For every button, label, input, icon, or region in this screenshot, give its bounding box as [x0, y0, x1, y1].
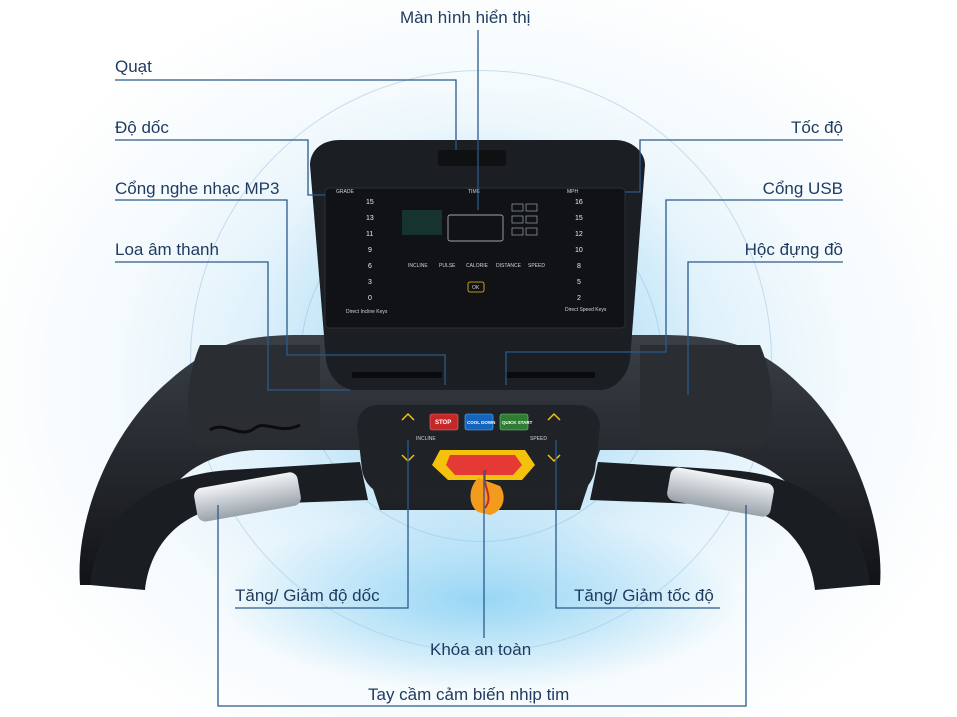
speed-down-chevron [547, 454, 561, 463]
readout-label: CALORIE [466, 263, 489, 269]
quick-start-label: QUICK START [502, 420, 533, 425]
profile-graph [402, 210, 442, 235]
speed-key[interactable]: 10 [575, 247, 583, 254]
grade-key[interactable]: 3 [368, 279, 372, 286]
label-mp3: Cổng nghe nhạc MP3 [115, 179, 280, 198]
readout-label: DISTANCE [496, 263, 522, 269]
readout-label: INCLINE [408, 263, 428, 269]
speed-key[interactable]: 5 [577, 279, 581, 286]
label-display: Màn hình hiển thị [400, 8, 531, 27]
leader-storage [687, 261, 843, 395]
speed-key[interactable]: 16 [575, 199, 583, 206]
quick-start-button [499, 413, 529, 431]
time-title: TIME [468, 189, 481, 195]
front-handle-bar-right [590, 462, 870, 590]
left-storage-tray [188, 345, 320, 445]
time-window [447, 214, 504, 242]
leader-incline [115, 139, 325, 196]
program-icons [511, 203, 538, 236]
safety-clip [470, 478, 504, 515]
safety-cord [483, 469, 490, 509]
cool-down-button [464, 413, 494, 431]
label-usb: Cổng USB [762, 179, 843, 198]
grade-key[interactable]: 9 [368, 247, 372, 254]
mph-title: MPH [567, 189, 579, 195]
label-speed-adjust: Tăng/ Giảm tốc độ [574, 586, 714, 605]
speaker-left [352, 372, 442, 378]
leader-mp3 [115, 199, 446, 385]
label-fan: Quạt [115, 57, 152, 76]
speed-key[interactable]: 8 [577, 263, 581, 270]
leader-usb [505, 199, 843, 385]
speed-key[interactable]: 12 [575, 231, 583, 238]
cool-down-label: COOL DOWN [467, 420, 495, 425]
readout-label: PULSE [439, 263, 456, 269]
leader-incline-adjust [235, 440, 409, 609]
base-glow [220, 510, 740, 690]
speed-up-chevron [547, 412, 561, 421]
speaker-right [505, 372, 595, 378]
label-heart-rate: Tay cầm cảm biến nhịp tim [368, 685, 570, 704]
grade-key[interactable]: 11 [366, 231, 373, 238]
leader-fan [115, 79, 457, 150]
label-speed: Tốc độ [791, 118, 843, 137]
speed-keys: 16 15 12 10 8 5 2 [575, 199, 583, 302]
grade-title: GRADE [336, 189, 354, 195]
grade-key[interactable]: 13 [366, 215, 374, 222]
leader-speed [625, 139, 843, 193]
readout-label: SPEED [528, 263, 545, 269]
label-storage: Hộc đựng đồ [744, 240, 843, 259]
leader-heart-rate [217, 505, 747, 707]
grade-key[interactable]: 15 [366, 199, 374, 206]
speed-key[interactable]: 15 [575, 215, 583, 222]
left-heart-rate-grip [194, 472, 301, 522]
stop-label: STOP [435, 420, 451, 426]
speed-button-label: SPEED [530, 436, 547, 442]
ok-label: OK [472, 285, 480, 291]
leader-speed-adjust [555, 440, 720, 609]
incline-keys-label: Direct Incline Keys [346, 309, 388, 315]
screen-panel [324, 187, 626, 329]
speed-key[interactable]: 2 [577, 295, 581, 302]
speed-keys-label: Direct Speed Keys [565, 307, 607, 313]
cable [209, 423, 301, 434]
right-heart-rate-grip [667, 467, 774, 517]
grade-keys: 15 13 11 9 6 3 0 [366, 199, 374, 302]
safety-key-button [446, 455, 522, 475]
grade-key[interactable]: 0 [368, 295, 372, 302]
label-speaker: Loa âm thanh [115, 240, 219, 259]
ok-button[interactable] [467, 281, 485, 293]
readout-labels: INCLINE PULSE CALORIE DISTANCE SPEED [408, 263, 545, 269]
label-incline: Độ dốc [115, 118, 169, 137]
fan-grille [438, 150, 506, 166]
label-incline-adjust: Tăng/ Giảm độ dốc [235, 586, 380, 605]
grade-key[interactable]: 6 [368, 263, 372, 270]
right-storage-tray [640, 345, 772, 445]
label-safety-key: Khóa an toàn [430, 640, 532, 659]
leader-speaker [115, 261, 350, 391]
incline-button-label: INCLINE [416, 436, 436, 442]
incline-up-chevron [401, 412, 415, 421]
stop-button [429, 413, 459, 431]
